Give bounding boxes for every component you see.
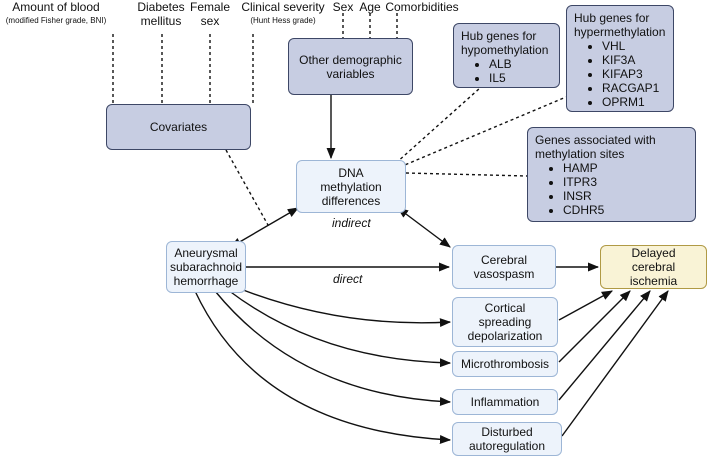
arrow-asah-microthrombosis bbox=[227, 289, 452, 368]
clinical-severity-text: Clinical severity bbox=[241, 0, 325, 14]
methylation-site-genes-box: Genes associated with methylation sites … bbox=[527, 127, 696, 222]
hypomethylation-genes-box: Hub genes for hypomethylation ALB IL5 bbox=[453, 23, 560, 88]
methylation-site-gene-list: HAMP ITPR3 INSR CDHR5 bbox=[535, 161, 604, 217]
arrow-microthrombosis-dci bbox=[558, 290, 631, 363]
other-demographics-text: Other demographic variables bbox=[299, 52, 402, 81]
node-vasospasm: Cerebral vasospasm bbox=[452, 245, 556, 289]
arrow-asah-csd bbox=[237, 287, 452, 328]
hypomethylation-gene-list: ALB IL5 bbox=[461, 57, 512, 85]
label-female-sex: Female sex bbox=[189, 0, 230, 28]
label-diabetes: Diabetes mellitus bbox=[137, 0, 185, 28]
methylation-site-title: Genes associated with methylation sites bbox=[535, 133, 656, 161]
dci-text: Delayed cerebral ischemia bbox=[629, 246, 678, 288]
arrow-csd-dci bbox=[558, 290, 613, 321]
microthrombosis-text: Microthrombosis bbox=[460, 357, 550, 371]
dna-methylation-text: DNA methylation differences bbox=[320, 165, 382, 208]
inflammation-text: Inflammation bbox=[470, 395, 540, 409]
asah-text: Aneurysmal subarachnoid hemorrhage bbox=[169, 246, 243, 288]
arrow-asah-inflammation bbox=[214, 290, 452, 407]
hypermethylation-genes-box: Hub genes for hypermethylation VHL KIF3A… bbox=[566, 5, 674, 112]
node-other-demographics: Other demographic variables bbox=[288, 38, 413, 95]
arrow-methylation-vasospasm bbox=[397, 207, 451, 248]
covariates-text: Covariates bbox=[149, 120, 208, 134]
node-dci: Delayed cerebral ischemia bbox=[600, 245, 707, 289]
amount-of-blood-note: (modified Fisher grade, BNI) bbox=[5, 16, 107, 25]
dotted-line-site-genes bbox=[405, 172, 528, 177]
gene-item: KIFAP3 bbox=[602, 67, 659, 81]
gene-item: ALB bbox=[489, 57, 512, 71]
amount-of-blood-text: Amount of blood bbox=[12, 0, 100, 14]
autoregulation-text: Disturbed autoregulation bbox=[468, 425, 546, 453]
gene-item: VHL bbox=[602, 39, 659, 53]
label-amount-of-blood: Amount of blood (modified Fisher grade, … bbox=[0, 0, 112, 28]
gene-item: CDHR5 bbox=[563, 203, 604, 217]
hypomethylation-title: Hub genes for hypomethylation bbox=[461, 29, 549, 57]
dotted-line-hypo-genes bbox=[395, 87, 481, 164]
dotted-line-covariates-asah bbox=[225, 149, 269, 226]
gene-item: ITPR3 bbox=[563, 175, 604, 189]
gene-item: KIF3A bbox=[602, 53, 659, 67]
gene-item: INSR bbox=[563, 189, 604, 203]
hypermethylation-title: Hub genes for hypermethylation bbox=[574, 11, 666, 39]
edge-label-indirect: indirect bbox=[332, 216, 371, 230]
clinical-severity-note: (Hunt Hess grade) bbox=[250, 16, 316, 25]
vasospasm-text: Cerebral vasospasm bbox=[473, 253, 535, 281]
label-clinical-severity: Clinical severity (Hunt Hess grade) bbox=[230, 0, 336, 28]
arrow-autoregulation-dci bbox=[561, 290, 669, 437]
edge-label-direct: direct bbox=[333, 272, 363, 286]
node-autoregulation: Disturbed autoregulation bbox=[452, 422, 562, 456]
label-sex: Sex bbox=[332, 0, 354, 14]
gene-item: OPRM1 bbox=[602, 95, 659, 109]
gene-item: RACGAP1 bbox=[602, 81, 659, 95]
dotted-line-hyper-genes bbox=[399, 96, 567, 168]
gene-item: IL5 bbox=[489, 71, 512, 85]
csd-text: Cortical spreading depolarization bbox=[467, 301, 543, 343]
label-comorbidities: Comorbidities bbox=[385, 0, 459, 14]
hypermethylation-gene-list: VHL KIF3A KIFAP3 RACGAP1 OPRM1 bbox=[574, 39, 659, 109]
node-inflammation: Inflammation bbox=[452, 389, 558, 415]
arrow-asah-methylation bbox=[230, 207, 299, 248]
arrow-inflammation-dci bbox=[558, 290, 651, 401]
label-age: Age bbox=[359, 0, 381, 14]
node-csd: Cortical spreading depolarization bbox=[452, 297, 558, 347]
node-microthrombosis: Microthrombosis bbox=[452, 351, 558, 377]
node-dna-methylation: DNA methylation differences bbox=[296, 160, 406, 213]
node-asah: Aneurysmal subarachnoid hemorrhage bbox=[166, 241, 246, 293]
arrow-asah-autoregulation bbox=[194, 290, 452, 444]
gene-item: HAMP bbox=[563, 161, 604, 175]
node-covariates: Covariates bbox=[106, 104, 251, 150]
